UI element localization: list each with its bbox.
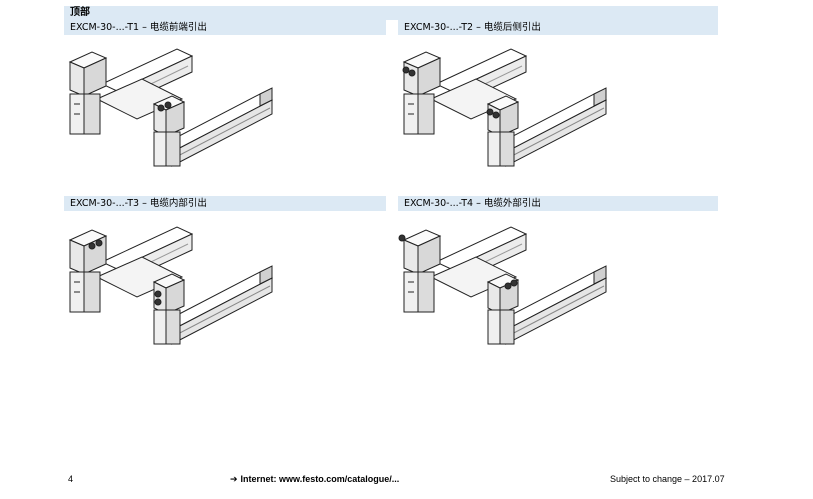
section-title-bar	[64, 6, 718, 20]
cell-header-t4: EXCM-30-...-T4 – 电缆外部引出	[398, 196, 718, 211]
arrow-right-icon: ➔	[230, 474, 238, 484]
cell-header-t1: EXCM-30-...-T1 – 电缆前端引出	[64, 20, 386, 35]
cell-label-t4: EXCM-30-...-T4 – 电缆外部引出	[404, 198, 541, 209]
cell-label-t3: EXCM-30-...-T3 – 电缆内部引出	[70, 198, 207, 209]
section-title: 顶部	[70, 7, 90, 18]
cell-header-t2: EXCM-30-...-T2 – 电缆后侧引出	[398, 20, 718, 35]
gantry-drawing-t4	[396, 222, 616, 352]
gantry-drawing-t3	[62, 222, 282, 352]
cell-label-t2: EXCM-30-...-T2 – 电缆后侧引出	[404, 22, 541, 33]
page-number: 4	[68, 474, 74, 484]
gantry-drawing-t2	[396, 44, 616, 174]
footer-link-text: Internet: www.festo.com/catalogue/...	[240, 474, 400, 484]
gantry-drawing-t1	[62, 44, 282, 174]
footer-internet-link[interactable]: ➔Internet: www.festo.com/catalogue/...	[230, 474, 399, 485]
cell-header-t3: EXCM-30-...-T3 – 电缆内部引出	[64, 196, 386, 211]
footer-change-notice: Subject to change – 2017.07	[610, 474, 725, 484]
cell-label-t1: EXCM-30-...-T1 – 电缆前端引出	[70, 22, 207, 33]
